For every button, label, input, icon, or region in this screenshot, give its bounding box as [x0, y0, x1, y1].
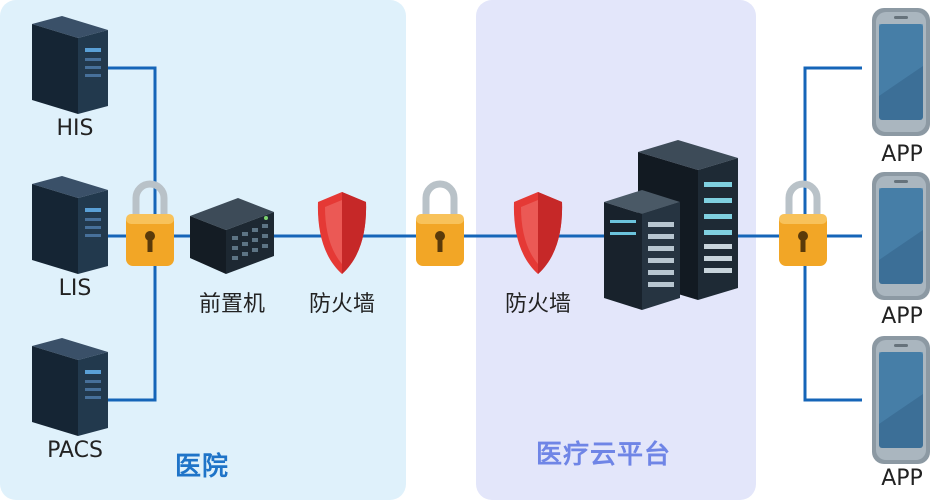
app-label-1: APP [881, 142, 923, 167]
front-machine-icon [190, 198, 274, 274]
gateway-lock-icon [416, 180, 464, 266]
cloud-firewall-label: 防火墙 [504, 292, 571, 317]
hospital-zone-title: 医院 [175, 452, 230, 482]
app-label-2: APP [881, 304, 923, 329]
his-server-icon [32, 16, 108, 114]
cloud-firewall-shield-icon [513, 192, 563, 274]
app-label-3: APP [881, 466, 923, 491]
phone-icon [872, 172, 930, 300]
cloud-platform-zone-title: 医疗云平台 [536, 440, 672, 470]
lis-label: LIS [58, 276, 92, 301]
phone-icon [872, 336, 930, 464]
his-label: HIS [56, 116, 94, 141]
app-lock-icon [779, 180, 827, 266]
cloud-server-cluster-icon [604, 140, 738, 310]
pacs-server-icon [32, 338, 108, 436]
front-machine-label: 前置机 [198, 292, 265, 317]
pacs-label: PACS [47, 438, 103, 463]
lis-server-icon [32, 176, 108, 274]
hospital-firewall-shield-icon [317, 192, 367, 274]
hospital-firewall-label: 防火墙 [308, 292, 375, 317]
hospital-lock-icon [126, 180, 174, 266]
phone-icon [872, 8, 930, 136]
